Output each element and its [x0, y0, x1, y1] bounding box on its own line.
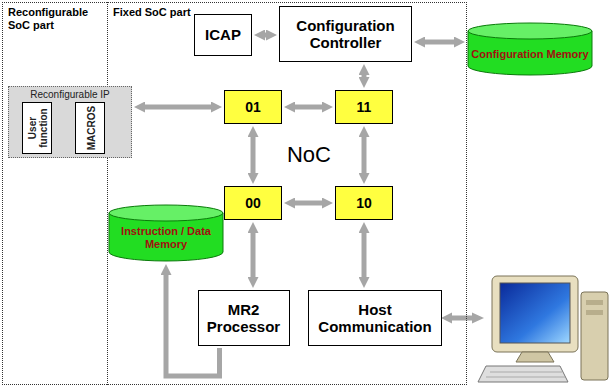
- link-arrow: [362, 137, 367, 173]
- node-text: Configuration Controller: [280, 15, 411, 54]
- memory-cylinder: Configuration Memory: [467, 22, 593, 76]
- link-arrow: [295, 201, 322, 206]
- node-text: MACROS: [84, 104, 97, 152]
- reconfigurable-ip-group: Reconfigurable IP User function MACROS: [8, 86, 132, 158]
- link-arrow: [425, 40, 454, 45]
- router-box: 11: [335, 90, 393, 124]
- node-text: Reconfigurable IP: [9, 87, 131, 100]
- fixed-region: Fixed SoC partICAPConfiguration Controll…: [107, 2, 467, 385]
- node-text: MR2 Processor: [199, 299, 289, 338]
- noc-label: NoC: [287, 142, 331, 168]
- link-arrow: [145, 105, 211, 110]
- node-text: Configuration Memory: [467, 48, 592, 61]
- node-text: 10: [351, 192, 377, 214]
- label-text: NoC: [287, 142, 331, 168]
- node-text: 00: [240, 192, 266, 214]
- macros-box: MACROS: [75, 102, 105, 154]
- controller-box: Configuration Controller: [279, 6, 412, 62]
- node-text: User function: [25, 104, 49, 152]
- computer-icon: [478, 276, 608, 382]
- communication-box: Host Communication: [308, 290, 442, 346]
- link-arrow: [295, 105, 322, 110]
- processor-box: MR2 Processor: [198, 290, 290, 346]
- link-arrow: [251, 137, 256, 173]
- node-text: ICAP: [201, 24, 245, 45]
- node-text: Instruction / Data Memory: [108, 225, 224, 250]
- router-box: 00: [224, 186, 282, 220]
- node-text: 11: [352, 96, 377, 118]
- icap-box: ICAP: [194, 14, 252, 56]
- link-arrow: [265, 33, 266, 38]
- node-text: Reconfigurable SoC part: [3, 3, 107, 34]
- router-box: 10: [335, 186, 393, 220]
- router-box: 01: [224, 90, 282, 124]
- node-text: Host Communication: [309, 299, 441, 338]
- link-arrow: [251, 233, 256, 277]
- function-box: User function: [22, 102, 52, 154]
- link-arrow: [362, 75, 367, 77]
- host-link-arrow: [441, 313, 484, 324]
- node-text: 01: [240, 96, 266, 118]
- memory-cylinder: Instruction / Data Memory: [108, 204, 224, 262]
- reconfigurable-region: Reconfigurable SoC part: [2, 2, 107, 385]
- link-arrow: [362, 233, 367, 277]
